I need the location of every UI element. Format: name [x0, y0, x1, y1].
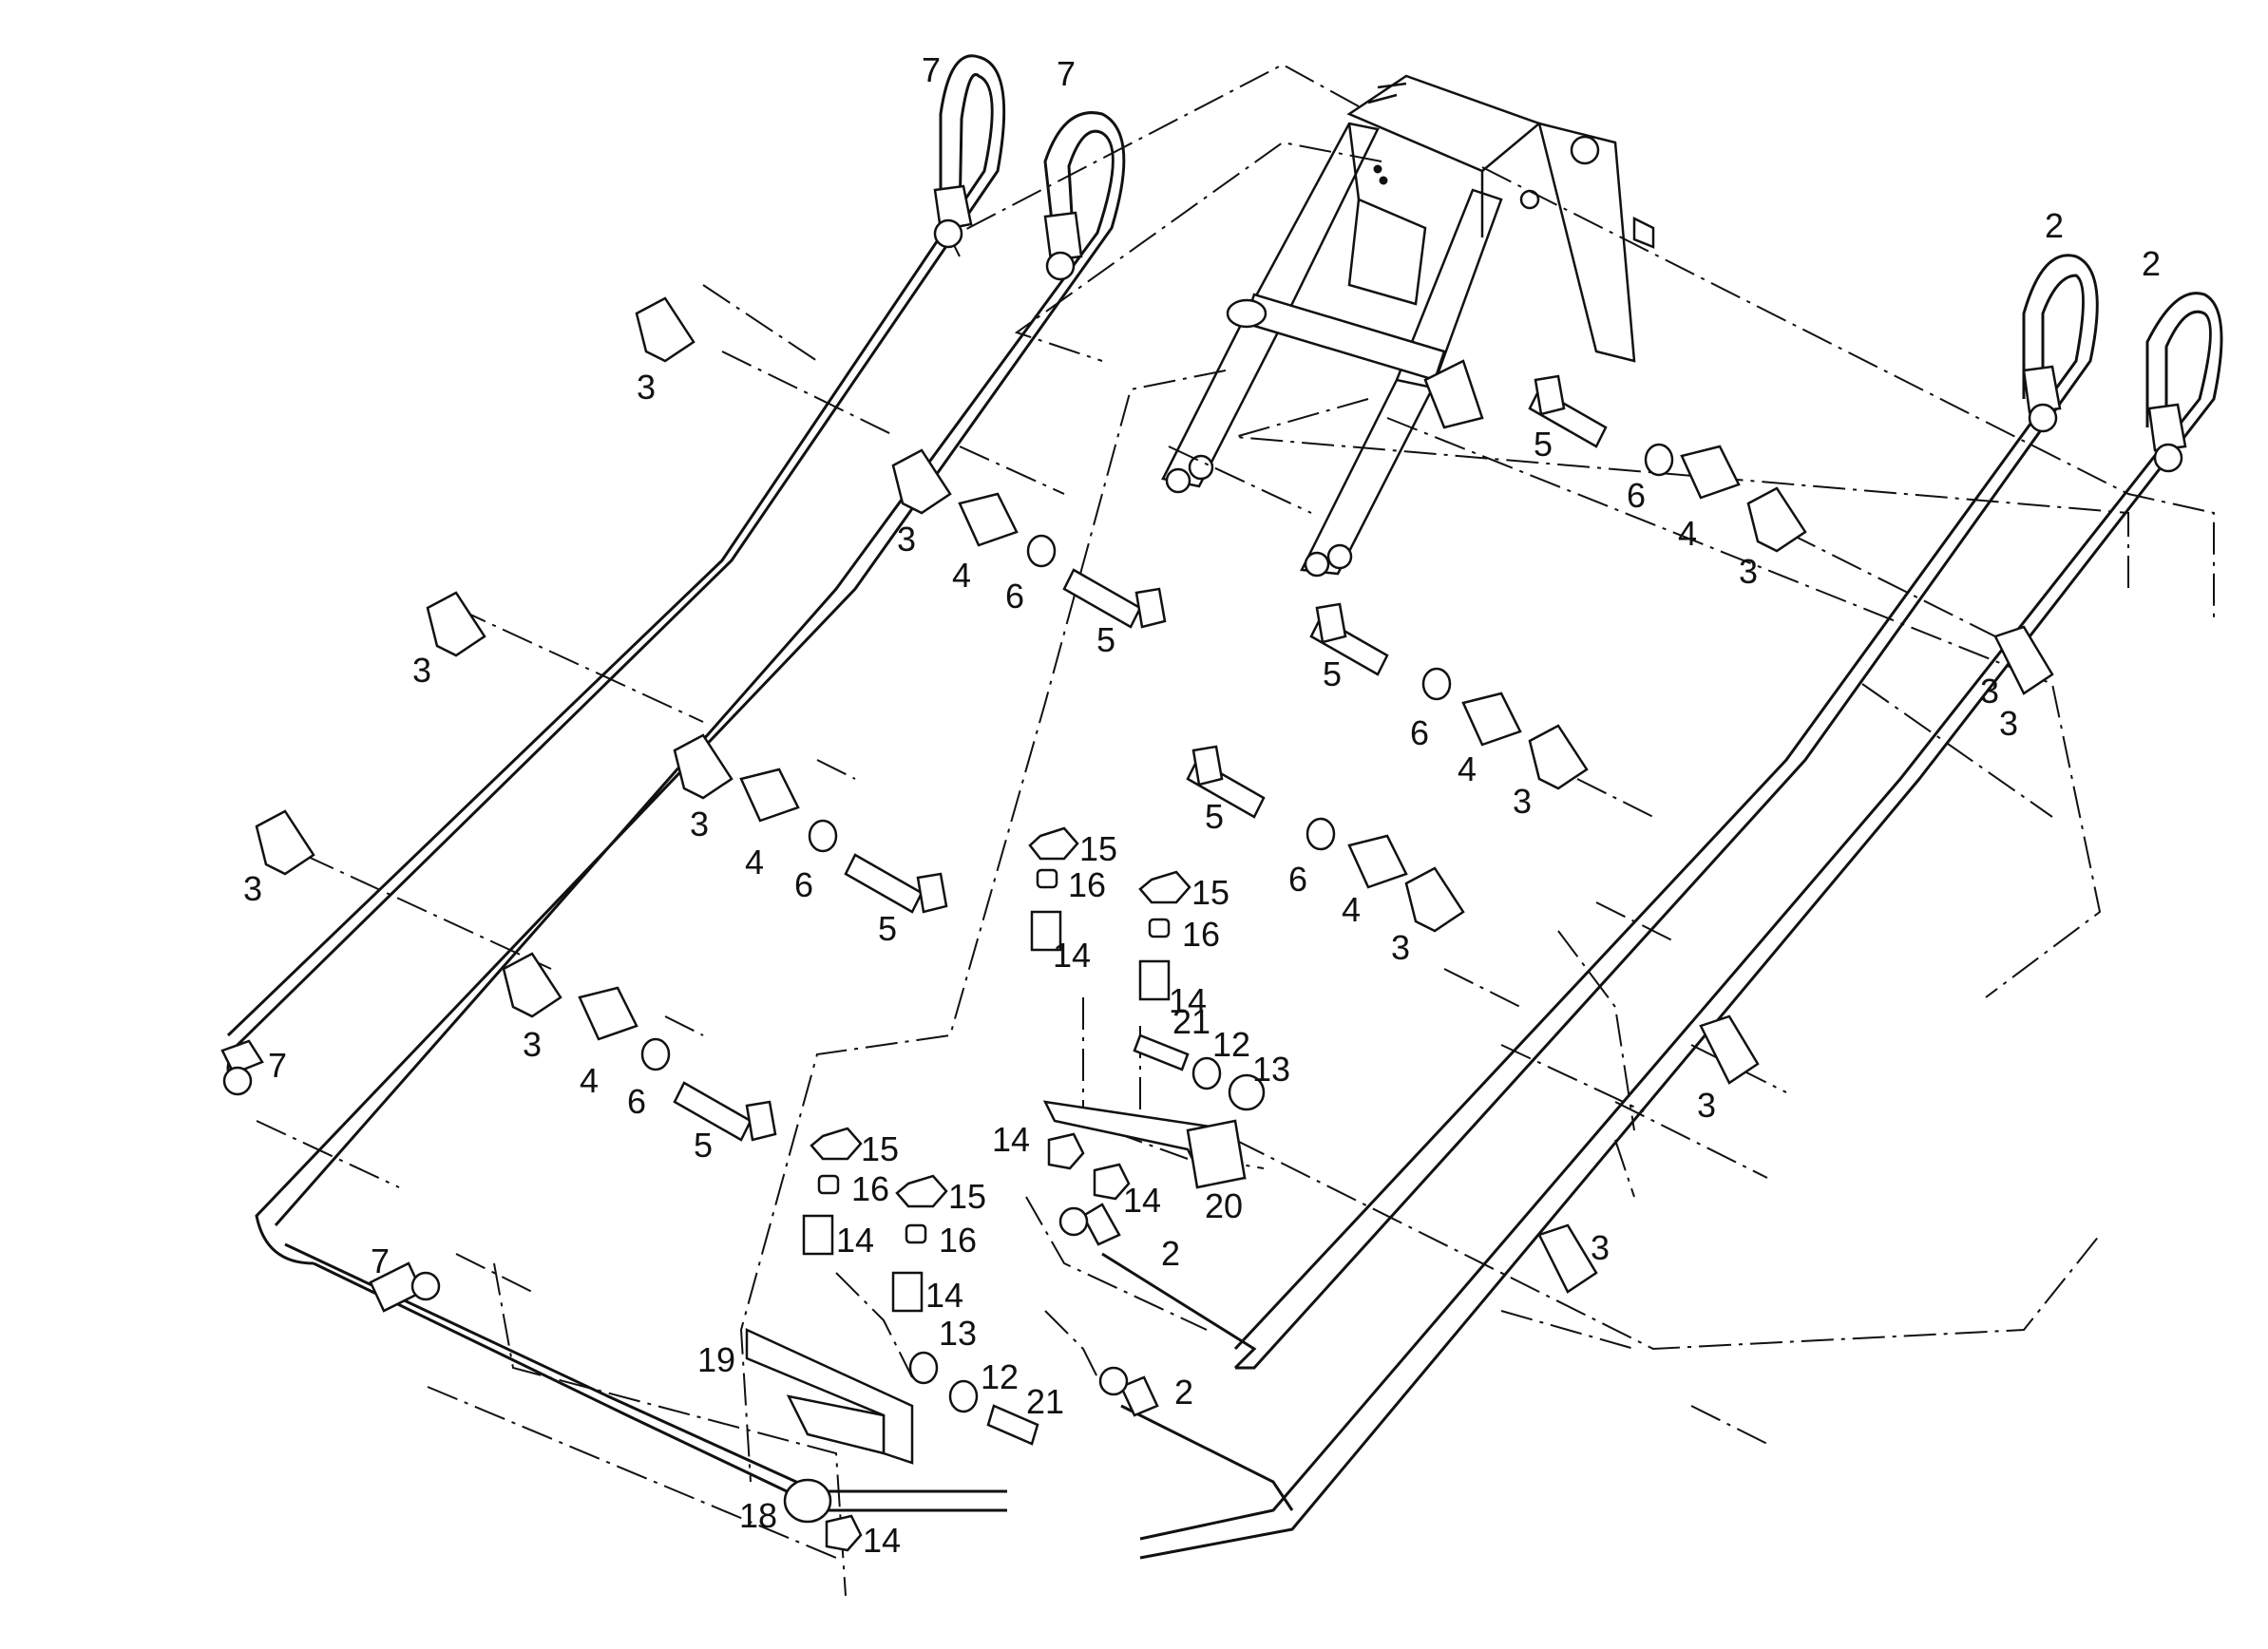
callout-3: 3 — [1980, 672, 1999, 711]
callout-14: 14 — [992, 1120, 1030, 1159]
clamp-sets — [255, 296, 2054, 1294]
callout-4: 4 — [952, 556, 971, 595]
callout-3: 3 — [1739, 552, 1758, 591]
callout-15: 15 — [1079, 829, 1117, 868]
callout-19: 19 — [697, 1340, 735, 1379]
callout-2: 2 — [1174, 1373, 1193, 1412]
callout-14: 14 — [1053, 936, 1091, 975]
brackets-and-fittings — [745, 826, 1266, 1552]
callout-20: 20 — [1205, 1186, 1243, 1225]
callout-13: 13 — [939, 1314, 977, 1353]
callout-15: 15 — [1191, 873, 1229, 912]
part-callouts: 7 7 7 7 2 2 2 2 3 3 3 3 3 3 3 3 3 3 3 3 … — [243, 50, 2161, 1560]
callout-18: 18 — [739, 1496, 777, 1535]
callout-7: 7 — [268, 1046, 287, 1085]
callout-16: 16 — [939, 1221, 977, 1260]
callout-14: 14 — [863, 1521, 901, 1560]
callout-14: 14 — [836, 1221, 874, 1260]
callout-6: 6 — [627, 1082, 646, 1121]
callout-6: 6 — [794, 865, 813, 904]
callout-3: 3 — [637, 368, 656, 407]
callout-14: 14 — [1123, 1181, 1161, 1220]
callout-21: 21 — [1026, 1382, 1064, 1421]
callout-3: 3 — [690, 805, 709, 843]
callout-14: 14 — [1169, 981, 1207, 1020]
callout-5: 5 — [694, 1126, 713, 1165]
callout-16: 16 — [851, 1169, 889, 1208]
callout-4: 4 — [1678, 514, 1697, 553]
callout-5: 5 — [1205, 797, 1224, 836]
callout-3: 3 — [1591, 1228, 1610, 1267]
callout-5: 5 — [1323, 654, 1342, 693]
callout-6: 6 — [1288, 860, 1307, 899]
callout-2: 2 — [2142, 244, 2161, 283]
callout-3: 3 — [1697, 1086, 1716, 1125]
callout-5: 5 — [878, 909, 897, 948]
callout-13: 13 — [1252, 1050, 1290, 1089]
callout-4: 4 — [745, 843, 764, 881]
callout-21: 21 — [1172, 1002, 1210, 1041]
callout-7: 7 — [371, 1241, 390, 1280]
callout-2: 2 — [1161, 1234, 1180, 1273]
callout-12: 12 — [1212, 1025, 1250, 1064]
callout-3: 3 — [523, 1025, 542, 1064]
callout-3: 3 — [897, 520, 916, 559]
callout-6: 6 — [1410, 713, 1429, 752]
callout-2: 2 — [2045, 206, 2064, 245]
callout-3: 3 — [1999, 704, 2018, 743]
callout-6: 6 — [1627, 476, 1646, 515]
callout-4: 4 — [1342, 890, 1361, 929]
callout-4: 4 — [580, 1061, 599, 1100]
loader-frame — [1161, 74, 1655, 578]
hose-2-left — [1235, 254, 2099, 1370]
callout-3: 3 — [1391, 928, 1410, 967]
callout-4: 4 — [1458, 749, 1477, 788]
hose-7-right — [255, 111, 1126, 1265]
callout-15: 15 — [861, 1129, 899, 1168]
callout-3: 3 — [412, 651, 431, 690]
callout-14: 14 — [925, 1276, 963, 1315]
callout-5: 5 — [1534, 425, 1553, 464]
hose-2-right — [1139, 292, 2223, 1560]
callout-16: 16 — [1182, 915, 1220, 954]
callout-6: 6 — [1005, 577, 1024, 616]
callout-7: 7 — [922, 50, 941, 89]
hose-fittings — [220, 184, 2187, 1417]
callout-7: 7 — [1057, 54, 1076, 93]
callout-3: 3 — [243, 869, 262, 908]
callout-3: 3 — [1513, 782, 1532, 821]
callout-15: 15 — [948, 1177, 986, 1216]
callout-16: 16 — [1068, 865, 1106, 904]
callout-12: 12 — [981, 1357, 1019, 1396]
callout-5: 5 — [1096, 620, 1115, 659]
hose-assemblies — [226, 54, 2223, 1560]
